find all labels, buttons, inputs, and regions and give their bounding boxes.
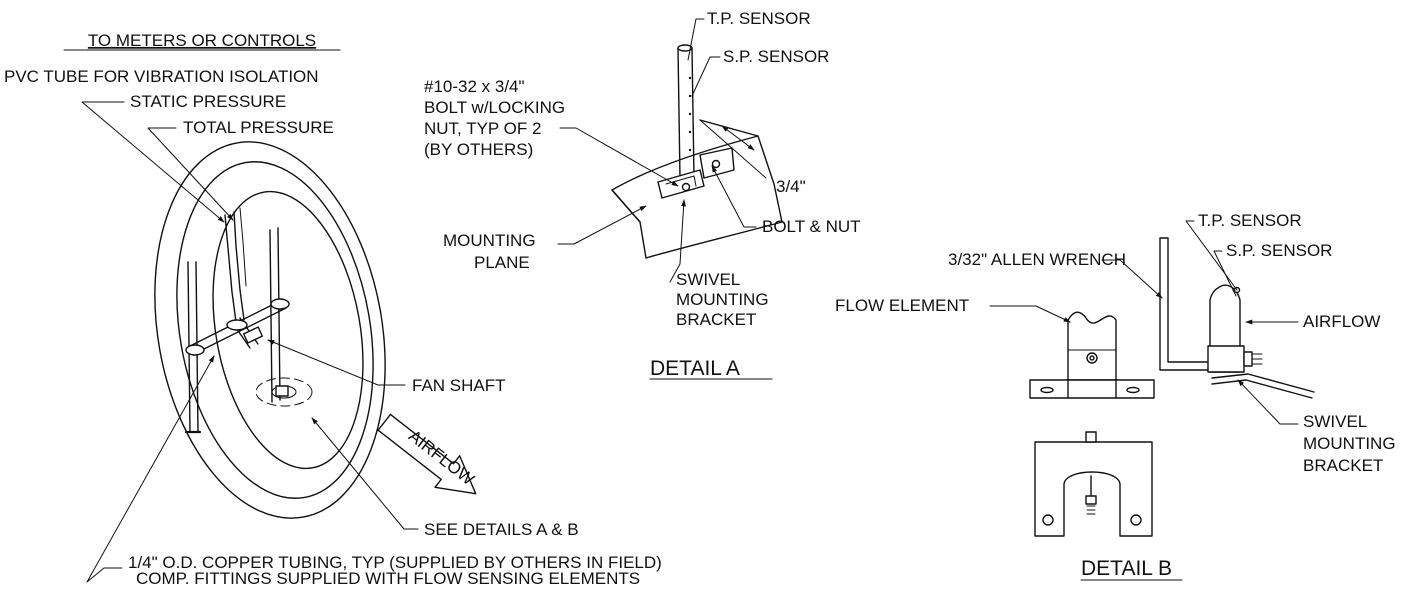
detail-a-tp-leader xyxy=(687,18,705,61)
flow-element-side xyxy=(1159,237,1315,399)
copper-note-line1: 1/4" O.D. COPPER TUBING, TYP (SUPPLIED B… xyxy=(128,553,662,572)
detail-a-tp-sensor: T.P. SENSOR xyxy=(707,9,811,28)
pvc-tube-label: PVC TUBE FOR VIBRATION ISOLATION xyxy=(4,67,319,86)
swivel-plate-b xyxy=(1211,373,1315,393)
flow-element-front xyxy=(1029,311,1155,399)
detail-a-title: DETAIL A xyxy=(650,357,740,380)
detail-a-swivel-line1: SWIVEL xyxy=(676,270,740,289)
detail-b-swivel-line1: SWIVEL xyxy=(1303,412,1367,431)
bracket-nut xyxy=(1207,345,1245,373)
mounting-plane-line1: MOUNTING xyxy=(443,231,536,250)
allen-wrench xyxy=(1159,237,1211,371)
detail-a-swivel-line2: MOUNTING xyxy=(676,290,769,309)
see-details-leader xyxy=(311,417,419,530)
airflow-arrow xyxy=(377,413,477,495)
allen-wrench-leader xyxy=(1101,259,1163,299)
fan-hub xyxy=(255,377,313,407)
meters-heading: TO METERS OR CONTROLS xyxy=(88,31,316,50)
bolt-nut-leader xyxy=(711,165,757,228)
bracket-bottom-view xyxy=(1034,431,1153,537)
static-pressure-leader xyxy=(81,101,225,223)
mounting-plane-line2: PLANE xyxy=(474,253,530,272)
detail-a: T.P. SENSOR S.P. SENSOR #10-32 x 3/4" BO… xyxy=(424,9,861,380)
detail-a-swivel-leader xyxy=(669,199,687,283)
fan-inlet-view: AIRFLOW TO METERS OR CONTROLS PVC TUBE F… xyxy=(4,31,662,588)
detail-b-sp-leader xyxy=(1213,250,1237,297)
fan-shaft-leader xyxy=(267,339,406,386)
sensor-probe xyxy=(677,44,695,179)
detail-b-tp-leader xyxy=(1185,220,1238,291)
total-pressure-leader xyxy=(147,127,234,221)
copper-note-leader xyxy=(86,355,215,583)
copper-note-line2: COMP. FITTINGS SUPPLIED WITH FLOW SENSIN… xyxy=(136,569,640,588)
detail-a-swivel-line3: BRACKET xyxy=(676,310,756,329)
detail-a-sp-sensor: S.P. SENSOR xyxy=(723,47,829,66)
bolt-spec-line4: (BY OTHERS) xyxy=(424,140,533,159)
bolt-nut-label: BOLT & NUT xyxy=(762,217,861,236)
inlet-middle-ring xyxy=(176,161,374,499)
detail-a-sp-leader xyxy=(691,56,721,97)
detail-b-airflow: AIRFLOW xyxy=(1303,312,1380,331)
inlet-outer-ring xyxy=(154,141,386,519)
mounting-plane-leader xyxy=(557,205,647,245)
detail-a-dimension: 3/4" xyxy=(776,177,806,196)
swivel-bracket-a xyxy=(657,147,735,199)
flow-element-leader xyxy=(989,305,1071,323)
see-details-label: SEE DETAILS A & B xyxy=(424,520,579,539)
allen-wrench-label: 3/32" ALLEN WRENCH xyxy=(948,250,1126,269)
detail-b-swivel-leader xyxy=(1237,379,1299,425)
detail-b-swivel-line3: BRACKET xyxy=(1303,456,1383,475)
bolt-spec-leader xyxy=(559,127,679,187)
detail-b-sp-sensor: S.P. SENSOR xyxy=(1226,241,1332,260)
fan-shaft-label: FAN SHAFT xyxy=(412,376,506,395)
detail-b-swivel-line2: MOUNTING xyxy=(1303,434,1396,453)
bolt-spec-line3: NUT, TYP OF 2 xyxy=(424,119,541,138)
dimension-marks xyxy=(699,119,767,179)
bolt-spec-line1: #10-32 x 3/4" xyxy=(424,77,525,96)
static-pressure-label: STATIC PRESSURE xyxy=(130,92,286,111)
copper-tubing xyxy=(224,207,247,323)
detail-b: T.P. SENSOR S.P. SENSOR 3/32" ALLEN WREN… xyxy=(835,211,1396,581)
detail-b-tp-sensor: T.P. SENSOR xyxy=(1198,211,1302,230)
total-pressure-label: TOTAL PRESSURE xyxy=(183,118,334,137)
detail-b-title: DETAIL B xyxy=(1081,557,1172,580)
cross-tube-assembly xyxy=(185,298,290,356)
flow-element-label: FLOW ELEMENT xyxy=(835,296,969,315)
bolt-spec-line2: BOLT w/LOCKING xyxy=(424,98,565,117)
mounting-plane xyxy=(611,135,783,259)
